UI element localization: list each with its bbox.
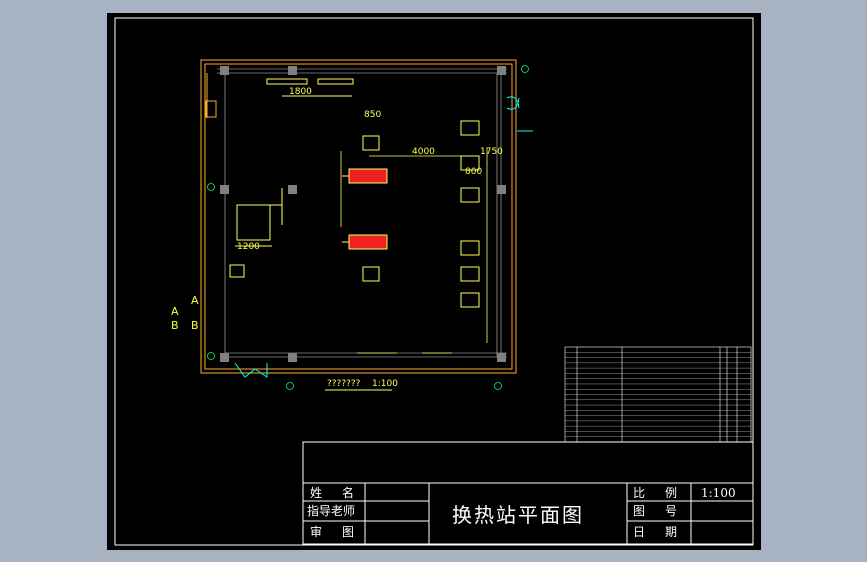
scale-label: 比 例 [633, 486, 682, 500]
floor-plan-drawing [114, 17, 754, 546]
water-tank [235, 188, 283, 247]
material-table-rows [565, 352, 751, 437]
structural-columns [220, 66, 506, 362]
title-block-frame [302, 441, 754, 545]
date-label: 日 期 [633, 525, 682, 539]
dim-850: 850 [364, 110, 382, 120]
inner-walls [217, 68, 507, 358]
heat-exchanger-2 [342, 234, 388, 250]
heat-exchanger-1 [342, 168, 388, 184]
building-walls [200, 59, 517, 374]
plan-caption: ??????? [327, 379, 361, 389]
pump-column [229, 120, 480, 308]
name-label: 姓 名 [310, 486, 359, 500]
dim-4000: 4000 [412, 147, 435, 157]
axis-label-a-2: A [171, 305, 179, 318]
drawing-frame [114, 17, 754, 546]
axis-bubbles [207, 65, 529, 390]
dim-1200: 1200 [237, 242, 260, 252]
advisor-label: 指导老师 [307, 504, 356, 518]
drawing-no-label: 图 号 [633, 504, 682, 518]
axis-label-b-1: B [171, 319, 179, 332]
top-pipe-supports [266, 78, 354, 97]
pipe-lines [340, 148, 488, 354]
dim-1800: 1800 [289, 87, 312, 97]
drawing-title: 换热站平面图 [452, 503, 584, 527]
cad-viewport[interactable]: 1800 850 4000 800 1200 1750 A A B B ????… [107, 13, 761, 550]
dim-1750: 1750 [480, 147, 503, 157]
scale-value: 1:100 [701, 486, 736, 500]
dim-800: 800 [465, 167, 483, 177]
axis-label-a-1: A [191, 294, 199, 307]
axis-label-b-2: B [191, 319, 199, 332]
plan-scale: 1:100 [372, 379, 398, 389]
review-label: 审 图 [310, 525, 359, 539]
doors [234, 96, 533, 378]
